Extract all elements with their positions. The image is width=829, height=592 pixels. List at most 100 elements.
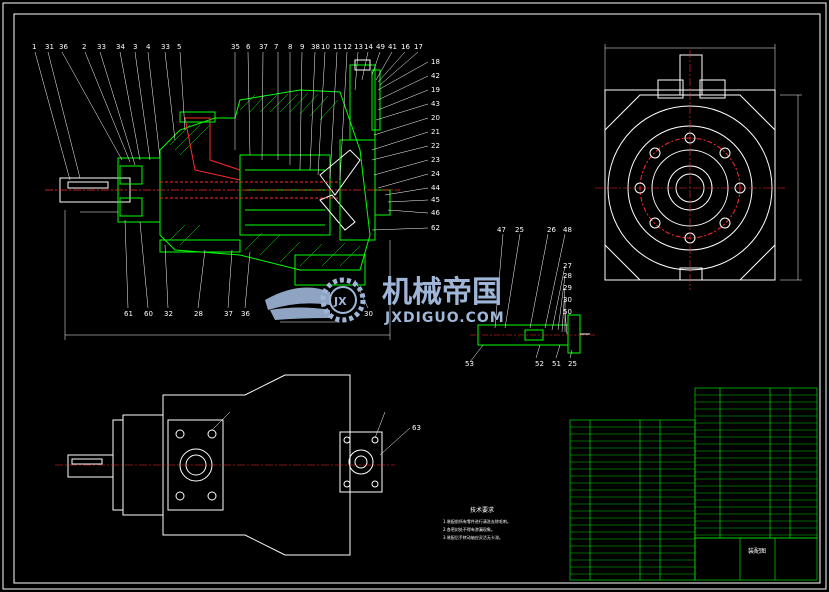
watermark-text-cn: 机械帝国 <box>382 275 502 310</box>
detail-knob <box>567 314 581 354</box>
callout-top-1: 31 <box>45 43 54 51</box>
inner-frame <box>13 13 821 584</box>
watermark: JX 机械帝国 JXDIGUO.COM <box>265 275 504 326</box>
plan-port-block-right <box>339 431 383 493</box>
watermark-badge: JX <box>333 295 347 308</box>
valve-stem <box>371 69 381 131</box>
leaders-top <box>34 51 419 181</box>
swash-plate-2 <box>319 194 356 231</box>
callout-top-11: 6 <box>246 43 251 51</box>
callout-detail-6: 29 <box>563 284 572 292</box>
callout-top-25: 17 <box>414 43 423 51</box>
callout-detail-0: 47 <box>497 226 506 234</box>
callout-right-12: 62 <box>431 224 440 232</box>
callout-top-16: 38 <box>311 43 320 51</box>
port-block <box>374 189 391 216</box>
technical-note-1: 1.装配前所有零件进行清洗去除毛刺。 <box>443 518 511 524</box>
inlet-flange <box>179 111 216 123</box>
callout-detail-10: 52 <box>535 360 544 368</box>
parts-list <box>569 387 818 581</box>
end-view-lug-top-right <box>699 79 726 99</box>
callout-top-6: 3 <box>133 43 137 51</box>
callout-top-12: 37 <box>259 43 268 51</box>
callout-detail-9: 53 <box>465 360 474 368</box>
callout-detail-3: 48 <box>563 226 572 234</box>
control-screw <box>354 59 371 71</box>
callout-bottom-5: 36 <box>241 310 250 318</box>
callout-top-13: 7 <box>274 43 278 51</box>
bottom-flange <box>159 239 241 253</box>
parts-list-lower <box>569 419 696 581</box>
plan-port-right-inner <box>354 455 368 469</box>
technical-note-3: 3.装配后手转动轴应灵活无卡滞。 <box>443 534 503 540</box>
inlet-duct <box>184 117 241 181</box>
callout-top-3: 2 <box>82 43 86 51</box>
callout-top-0: 1 <box>32 43 36 51</box>
section-view <box>59 59 391 286</box>
callout-right-1: 42 <box>431 72 440 80</box>
end-view-dimensions <box>604 44 802 281</box>
callout-top-20: 13 <box>354 43 363 51</box>
callout-top-21: 14 <box>364 43 373 51</box>
callout-detail-4: 27 <box>563 262 572 270</box>
callout-top-5: 34 <box>116 43 125 51</box>
shaft-key <box>67 181 109 189</box>
detail-leaders <box>469 233 573 363</box>
parts-list-upper <box>694 387 818 539</box>
callout-detail-5: 28 <box>563 272 572 280</box>
callout-top-8: 33 <box>161 43 170 51</box>
technical-notes-title: 技术要求 <box>470 506 494 514</box>
technical-notes: 技术要求 1.装配前所有零件进行清洗去除毛刺。 2.各密封处不得有渗漏现象。 3… <box>443 506 511 540</box>
callout-top-4: 33 <box>97 43 106 51</box>
watermark-wings-icon <box>265 287 330 320</box>
callout-top-2: 36 <box>59 43 68 51</box>
callout-right-8: 24 <box>431 170 440 178</box>
watermark-gear-icon <box>320 277 366 323</box>
callout-right-5: 21 <box>431 128 440 136</box>
title-block <box>694 537 818 581</box>
plan-port-right <box>348 449 374 475</box>
callout-right-4: 20 <box>431 114 440 122</box>
bearing-front <box>119 165 143 185</box>
parts-list-rows <box>570 394 817 575</box>
callout-right-9: 44 <box>431 184 440 192</box>
end-view-flange <box>604 94 776 281</box>
callout-top-7: 4 <box>146 43 151 51</box>
section-dimensions <box>64 210 391 340</box>
callout-top-15: 9 <box>300 43 304 51</box>
callout-right-6: 22 <box>431 142 440 150</box>
pump-housing <box>159 89 371 271</box>
callout-right-10: 45 <box>431 196 440 204</box>
control-head <box>349 64 376 141</box>
plan-body-main <box>162 374 351 556</box>
end-view-lug-top-left <box>657 79 684 99</box>
plan-leaders <box>211 411 411 456</box>
callout-top-22: 49 <box>376 43 385 51</box>
callout-top-19: 12 <box>343 43 352 51</box>
callouts-bottom: 61 60 32 28 37 36 30 <box>124 310 373 318</box>
callout-right-0: 18 <box>431 58 440 66</box>
callout-detail-7: 30 <box>563 296 572 304</box>
callout-detail-2: 26 <box>547 226 556 234</box>
title-block-title: 装配图 <box>748 547 766 555</box>
cylinder-block <box>239 154 331 236</box>
callout-detail-12: 25 <box>568 360 577 368</box>
callout-top-18: 11 <box>333 43 342 51</box>
callouts-detail: 47 25 26 48 27 28 29 30 50 53 52 51 25 <box>465 226 577 368</box>
leaders-bottom <box>124 219 369 309</box>
callout-top-17: 10 <box>321 43 330 51</box>
callout-detail-11: 51 <box>552 360 561 368</box>
callout-bottom-4: 37 <box>224 310 233 318</box>
callout-right-7: 23 <box>431 156 440 164</box>
callout-right-11: 46 <box>431 209 440 217</box>
callout-top-14: 8 <box>288 43 292 51</box>
callout-bottom-6: 30 <box>364 310 373 318</box>
callout-right-3: 43 <box>431 100 440 108</box>
callout-top-23: 41 <box>388 43 397 51</box>
plan-shaft <box>67 454 114 478</box>
callout-bottom-1: 60 <box>144 310 153 318</box>
callout-right-2: 19 <box>431 86 440 94</box>
bearing-front-2 <box>119 197 143 217</box>
